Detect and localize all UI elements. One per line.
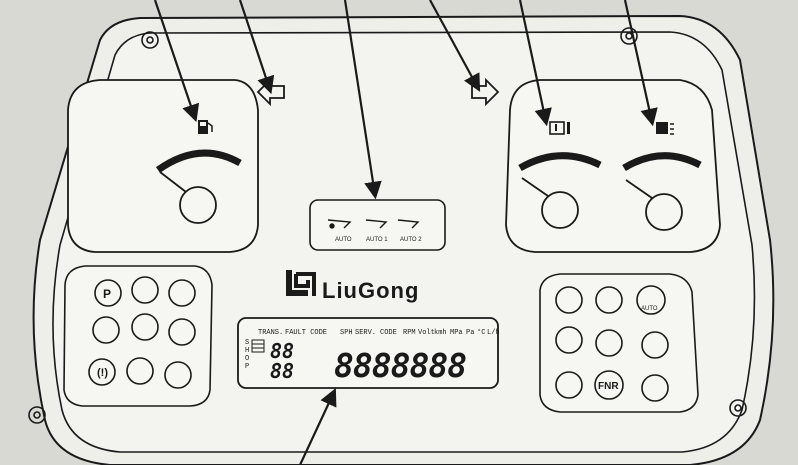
lcd-side-letter: O (245, 355, 249, 363)
fuel-icon (198, 120, 213, 134)
transmission-mode-panel (309, 199, 446, 251)
auto-lube-icon (164, 361, 192, 389)
liugong-logo (286, 270, 316, 296)
screw-icon (28, 406, 46, 424)
lcd-label-volt: Volt (418, 329, 435, 337)
lcd-label-fault-code: FAULT CODE (285, 329, 327, 337)
lcd-side-letter: S (245, 339, 249, 347)
oil-temperature-dial (521, 177, 579, 229)
left-warning-icons (88, 276, 196, 389)
brake-warning-icon (131, 276, 159, 304)
auto-indicator-label: AUTO (641, 306, 658, 312)
brake-pressure-glyph: (!) (97, 367, 108, 379)
callout-line-right-turn (429, 0, 481, 92)
engine-oil-icon (131, 313, 159, 341)
lcd-left-digits: 88 (270, 339, 294, 363)
oil-pressure-icon (168, 279, 196, 307)
screw-icon (620, 27, 638, 45)
lcd-label-liters-per-hour: L/h (487, 329, 500, 337)
coolant-temperature-scale (622, 152, 702, 172)
auto-leveling-icon (636, 285, 666, 315)
parking-brake-glyph: P (103, 287, 111, 301)
lcd-label-celsius: °C (477, 328, 485, 337)
lcd-label-serv: SERV. (355, 329, 376, 337)
lcd-side-letter: P (245, 363, 249, 371)
cab-heater-icon (555, 326, 583, 354)
coolant-temperature-dial (625, 179, 683, 231)
oil-temperature-scale (518, 152, 602, 172)
callout-leaders (153, 0, 658, 465)
fnr-indicator-label: FNR (598, 381, 619, 392)
temperature-gauges-housing (505, 79, 721, 253)
lcd-label-kmh: kmh (434, 329, 447, 337)
turn-signal-right-icon (471, 77, 500, 107)
lcd-shop-bar (251, 339, 265, 353)
lcd-side-letter: H (245, 347, 249, 355)
transmission-mode-label: AUTO 2 (400, 237, 422, 243)
lcd-label-rpm: RPM (403, 329, 416, 337)
lcd-label-mpa: MPa (450, 329, 463, 337)
fuel-gauge-scale (155, 149, 242, 173)
engine-preheat-icon (641, 374, 669, 402)
parking-brake-icon (94, 279, 122, 307)
callout-line-left-turn (238, 0, 275, 95)
oil-temperature-icon (549, 121, 570, 135)
fuel-gauge-dial (159, 171, 217, 224)
transmission-mode-label: AUTO (335, 237, 352, 243)
lcd-label-pa: Pa (466, 329, 474, 337)
transmission-mode-label: AUTO 1 (366, 237, 388, 243)
callout-line-lcd (299, 388, 337, 465)
lcd-label-trans: TRANS. (258, 329, 283, 337)
lcd-label-code: CODE (380, 329, 397, 337)
callout-line-coolant-temp (623, 0, 658, 127)
charging-icon (595, 329, 623, 357)
lcd-main-digits: 8888888 (334, 346, 466, 385)
callout-line-fuel (153, 0, 200, 123)
shift-lock-icon (555, 371, 583, 399)
transmission-mode-icons (327, 219, 420, 229)
left-warning-panel (63, 265, 213, 407)
brand-wordmark: LiuGong (322, 278, 419, 303)
fnr-icon (594, 370, 624, 400)
lcd-label-sph: SPH (340, 329, 353, 337)
lcd-left-digits-lower: 88 (270, 359, 294, 383)
hydraulic-warning-icon (126, 357, 154, 385)
air-filter-icon (168, 318, 196, 346)
callout-line-transmission (343, 0, 382, 200)
battery-warning-icon (92, 316, 120, 344)
screw-icon (141, 31, 159, 49)
coolant-temperature-icon (656, 122, 674, 135)
screw-icon (729, 399, 747, 417)
right-indicator-icons (555, 285, 669, 402)
fan-icon (555, 286, 583, 314)
callout-line-oil-temp (518, 0, 552, 127)
lcd-display (237, 317, 499, 389)
work-light-icon (595, 286, 623, 314)
mounting-screws (28, 27, 747, 424)
headlight-icon (641, 331, 669, 359)
right-indicator-panel (539, 273, 699, 413)
brake-pressure-icon (88, 358, 116, 386)
